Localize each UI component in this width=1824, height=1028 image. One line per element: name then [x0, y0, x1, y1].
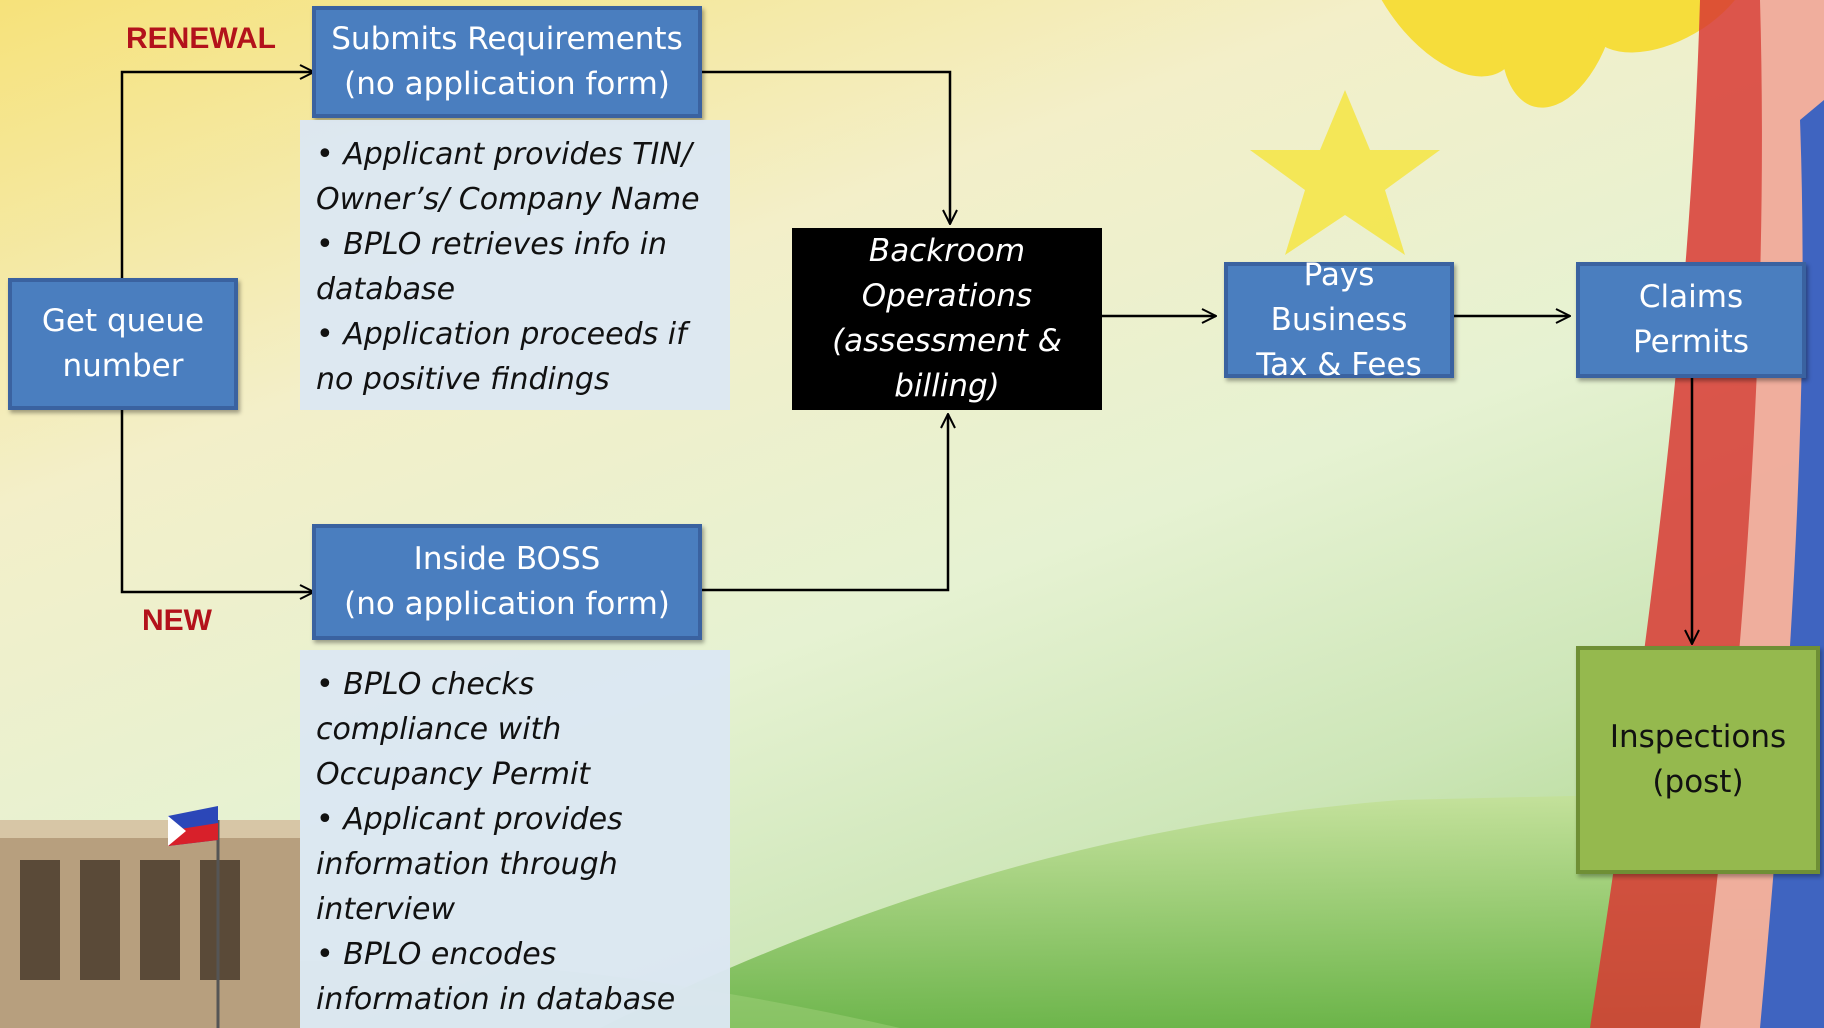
- arrow-boss-to-backroom: [702, 414, 948, 592]
- renewal-label: RENEWAL: [126, 22, 276, 55]
- backroom-operations-text: Backroom Operations (assessment & billin…: [832, 233, 1062, 404]
- new-note-line: Occupancy Permit: [316, 757, 591, 792]
- pays-business-tax-text: Pays Business Tax & Fees: [1256, 256, 1422, 383]
- inside-boss-node: Inside BOSS (no application form): [312, 524, 702, 640]
- new-label: NEW: [142, 604, 212, 637]
- claims-permits-node: Claims Permits: [1576, 262, 1806, 378]
- building-image: [0, 820, 300, 1028]
- submits-requirements-text: Submits Requirements (no application for…: [331, 21, 683, 102]
- new-note-line: information through: [316, 847, 618, 882]
- new-note-line: interview: [316, 892, 455, 927]
- new-note-line: information in database: [316, 982, 676, 1017]
- renewal-note-line: database: [316, 272, 456, 307]
- arrow-queue-to-submit: [120, 72, 314, 280]
- renewal-notes-box: • Applicant provides TIN/ Owner’s/ Compa…: [300, 120, 730, 410]
- new-note-line: • BPLO checks: [316, 667, 535, 702]
- new-note-line: • BPLO encodes: [316, 937, 557, 972]
- get-queue-number-text: Get queue number: [41, 303, 205, 384]
- pays-business-tax-node: Pays Business Tax & Fees: [1224, 257, 1454, 383]
- arrow-queue-to-boss: [120, 402, 314, 592]
- renewal-note-line: • Application proceeds if: [316, 317, 687, 352]
- renewal-note-line: no positive findings: [316, 362, 610, 397]
- star-icon: [1250, 90, 1440, 255]
- renewal-note-line: • Applicant provides TIN/: [316, 137, 692, 172]
- backroom-operations-node: Backroom Operations (assessment & billin…: [792, 228, 1102, 410]
- flag-icon: [168, 806, 218, 846]
- renewal-note-line: • BPLO retrieves info in: [316, 227, 668, 262]
- new-notes-box: • BPLO checks compliance with Occupancy …: [300, 650, 730, 1028]
- inspections-node: Inspections (post): [1576, 646, 1820, 874]
- new-note-line: compliance with: [316, 712, 562, 747]
- get-queue-number-node: Get queue number: [8, 278, 238, 410]
- new-note-line: • Applicant provides: [316, 802, 623, 837]
- renewal-note-line: Owner’s/ Company Name: [316, 182, 700, 217]
- inside-boss-text: Inside BOSS (no application form): [344, 541, 670, 622]
- claims-permits-text: Claims Permits: [1633, 279, 1749, 360]
- arrow-submit-to-backroom: [702, 70, 950, 224]
- submits-requirements-node: Submits Requirements (no application for…: [312, 6, 702, 118]
- inspections-text: Inspections (post): [1609, 719, 1787, 800]
